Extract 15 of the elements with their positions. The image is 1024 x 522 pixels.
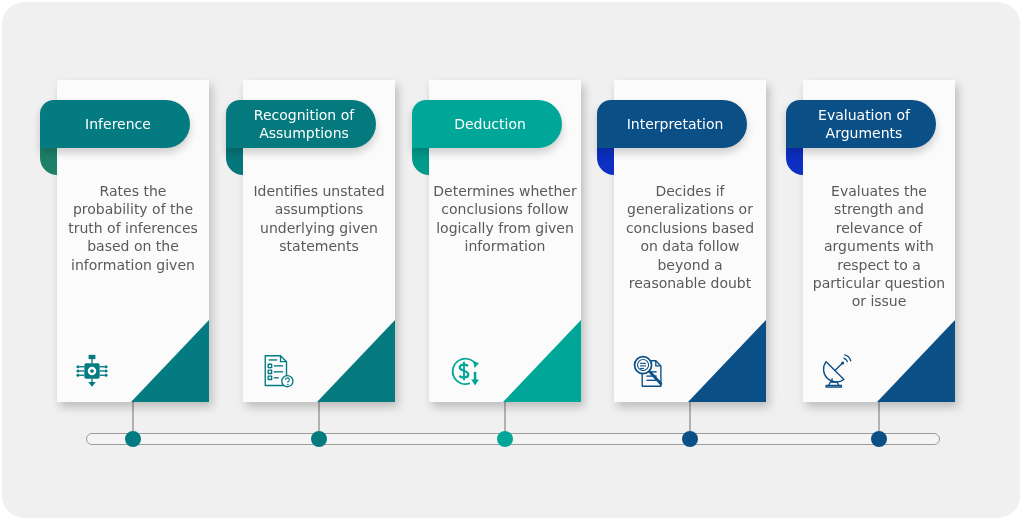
heading-tab: Inference [40,100,190,148]
connector-line [504,401,506,432]
connector-line [318,401,320,432]
heading-tab: Interpretation [597,100,747,148]
description-text: Identifies unstated assumptions underlying given statements [252,182,386,256]
description-text: Decides if generalizations or conclusions based on data follow beyond a reasonable doubt [624,182,756,293]
connector-line [689,401,691,432]
heading-tab: Deduction [412,100,562,148]
description-text: Rates the probability of the truth of inferences based on the information given [67,182,199,275]
heading-tab: Evaluation of Arguments [786,100,936,148]
description-text: Determines whether conclusions follow logically from given information [433,182,577,256]
heading-tab: Recognition of Assumptions [226,100,376,148]
connector-line [878,401,880,432]
connector-line [132,401,134,432]
description-text: Evaluates the strength and relevance of arguments with respect to a particular question or issue [811,182,947,311]
